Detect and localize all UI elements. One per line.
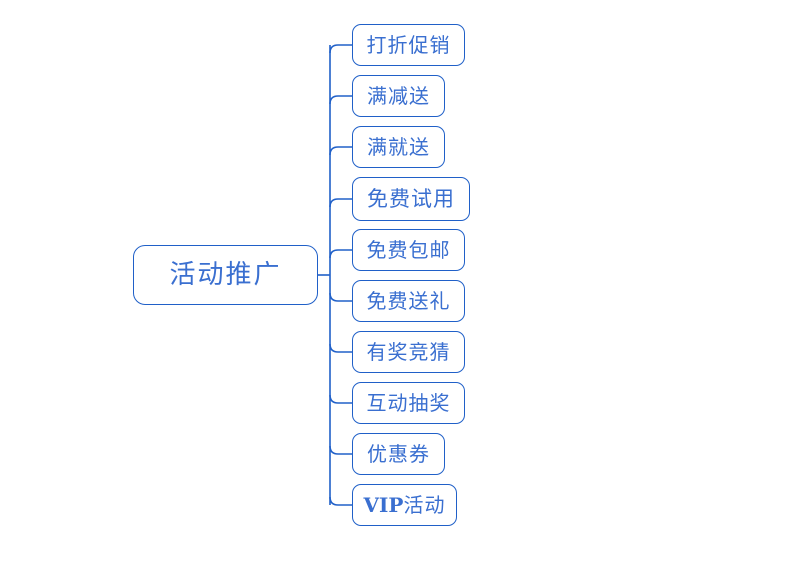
- mindmap-node-discount-promotion[interactable]: 打折促销: [352, 24, 465, 66]
- connector-branch-1: [329, 44, 352, 54]
- mindmap-root-node[interactable]: 活动推广: [133, 245, 318, 305]
- connector-branch-3: [329, 146, 352, 156]
- connector-branch-10: [329, 496, 352, 506]
- mindmap-node-label: 满减送: [367, 84, 430, 108]
- connector-branch-5: [329, 249, 352, 259]
- mindmap-root-label: 活动推广: [169, 260, 282, 290]
- mindmap-node-label: 满就送: [367, 135, 430, 159]
- mindmap-node-prize-guessing[interactable]: 有奖竞猜: [352, 331, 465, 373]
- mindmap-node-label: 互动抽奖: [366, 391, 451, 415]
- mindmap-node-label-latin: VIP: [363, 493, 404, 517]
- connector-branch-2: [329, 95, 352, 105]
- connector-branch-7: [329, 343, 352, 353]
- connector-branch-6: [329, 292, 352, 302]
- mindmap-node-interactive-lottery[interactable]: 互动抽奖: [352, 382, 465, 424]
- mindmap-node-free-trial[interactable]: 免费试用: [352, 177, 470, 221]
- connector-branch-9: [329, 445, 352, 455]
- connector-branch-4: [329, 198, 352, 208]
- mindmap-node-label: 免费试用: [367, 186, 455, 211]
- mindmap-node-label: 免费包邮: [366, 238, 451, 262]
- mindmap-node-free-gift[interactable]: 免费送礼: [352, 280, 465, 322]
- mindmap-node-coupon[interactable]: 优惠券: [352, 433, 445, 475]
- mindmap-node-label: 打折促销: [366, 33, 451, 57]
- mindmap-node-label: 优惠券: [367, 442, 430, 466]
- connector-branch-8: [329, 394, 352, 404]
- mindmap-node-label-cjk: 活动: [403, 493, 446, 517]
- mindmap-node-free-shipping[interactable]: 免费包邮: [352, 229, 465, 271]
- mindmap-node-label: 有奖竞猜: [366, 340, 451, 364]
- mindmap-node-full-reduction-gift[interactable]: 满减送: [352, 75, 445, 117]
- mindmap-node-label: 免费送礼: [366, 289, 451, 313]
- mindmap-node-spend-and-get[interactable]: 满就送: [352, 126, 445, 168]
